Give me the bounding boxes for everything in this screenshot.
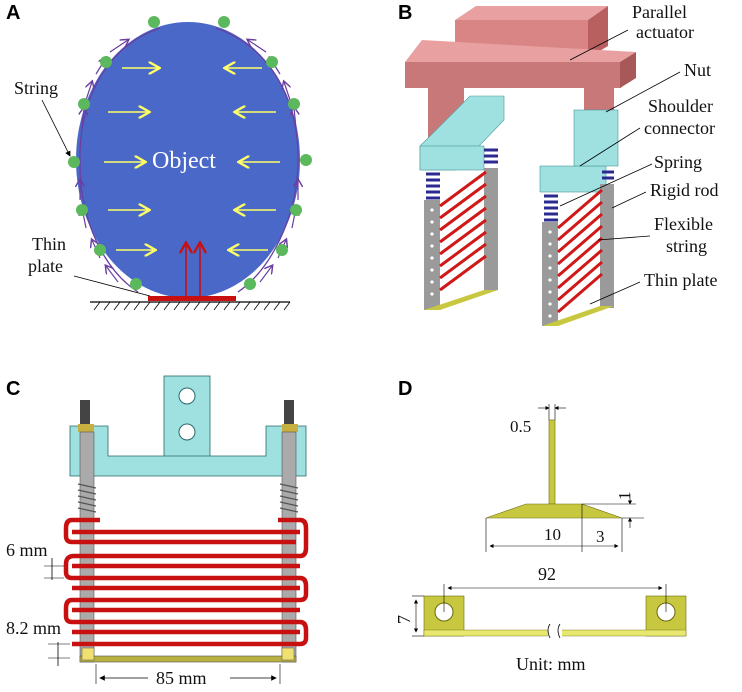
label-parallel: Parallel (632, 2, 687, 22)
label-nut: Nut (684, 60, 711, 80)
label-flexible: Flexible (654, 214, 713, 234)
label-spring: Spring (654, 152, 702, 172)
label-connector: connector (644, 118, 715, 138)
dim-10: 10 (544, 525, 561, 544)
label-string: string (666, 236, 707, 256)
dim-7: 7 (394, 615, 414, 624)
object-label: Object (152, 148, 216, 174)
panel-letter-d: D (398, 378, 413, 400)
dim-92: 92 (538, 564, 556, 584)
panel-letter-b: B (398, 2, 413, 24)
dim-3: 3 (596, 527, 605, 546)
thin-plate-label-2: plate (28, 256, 63, 276)
flexible-strings (63, 517, 309, 647)
thin-plate-shape (148, 296, 236, 301)
panel-c-front-view: 6 mm 8.2 mm 85 mm (6, 375, 309, 688)
string-contact-dots (68, 16, 312, 290)
object-shape (76, 22, 300, 298)
string-label: String (14, 78, 58, 98)
panel-a-diagram: Object String Thin plate (14, 16, 312, 311)
panel-letter-c: C (6, 378, 21, 400)
dim-1: 1 (615, 492, 634, 501)
label-shoulder: Shoulder (648, 96, 713, 116)
ground-hatch (93, 301, 291, 311)
label-thin-plate: Thin plate (644, 270, 717, 290)
panel-b-gripper-model: Parallel actuator Nut Shoulder connector… (405, 2, 719, 326)
panel-d-plate-dimensions: 0.5 1 10 3 92 7 Unit: mm (394, 404, 687, 674)
unit-label: Unit: mm (516, 654, 586, 674)
dim-85mm: 85 mm (156, 668, 207, 688)
dim-6mm: 6 mm (6, 540, 48, 560)
label-rigid-rod: Rigid rod (650, 180, 719, 200)
support-force-arrows (186, 244, 200, 296)
thin-plate-label-1: Thin (32, 234, 66, 254)
contact-force-arrows (104, 68, 280, 250)
dim-8-2mm: 8.2 mm (6, 618, 61, 638)
dim-0-5: 0.5 (510, 417, 531, 436)
label-actuator: actuator (636, 22, 694, 42)
panel-letter-a: A (6, 2, 21, 24)
